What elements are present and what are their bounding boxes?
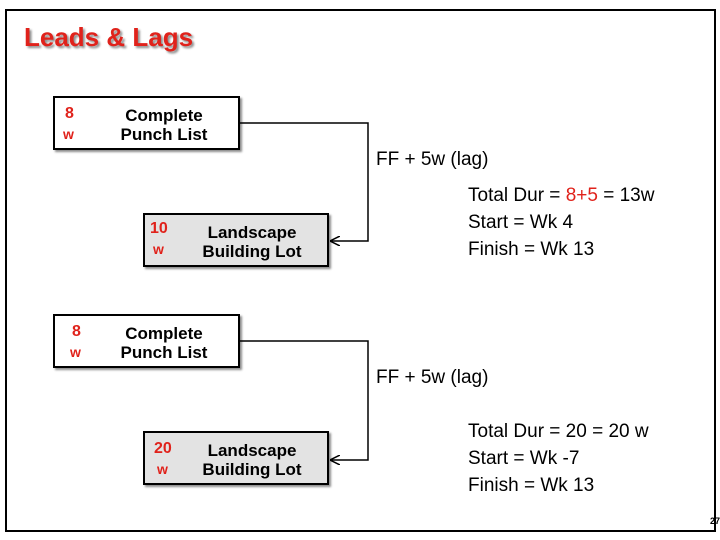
relation-label-2: FF + 5w (lag) (376, 367, 489, 388)
pred-unit-2: w (70, 344, 81, 360)
pred-activity-box-1: 8 w Complete Punch List (53, 96, 240, 150)
start-week-1: Start = Wk 4 (468, 212, 574, 233)
pred-label-line2-2: Punch List (120, 343, 208, 362)
succ-activity-box-2: 20 w Landscape Building Lot (143, 431, 329, 485)
pred-unit-1: w (63, 126, 74, 142)
pred-duration-1: 8 (65, 105, 74, 122)
start-week-2: Start = Wk -7 (468, 448, 580, 469)
pred-duration-2: 8 (72, 323, 81, 340)
succ-unit-1: w (153, 241, 164, 257)
total-duration-highlight-1: 8+5 (565, 185, 598, 206)
pred-label-line1-2: Complete (125, 324, 203, 343)
total-duration-prefix-1: Total Dur = (468, 185, 566, 206)
schedule-info-2: Total Dur = 20 = 20 w Start = Wk -7 Fini… (468, 418, 649, 499)
succ-label-line1-1: Landscape (207, 223, 297, 242)
total-duration-suffix-1: = 13w (597, 185, 655, 206)
succ-unit-2: w (157, 461, 168, 477)
finish-week-1: Finish = Wk 13 (468, 239, 595, 260)
total-duration-1: Total Dur = 8+5 = 13w (468, 182, 654, 209)
pred-label-line2-1: Punch List (120, 125, 208, 144)
pred-activity-box-2: 8 w Complete Punch List (53, 314, 240, 368)
succ-label-line2-1: Building Lot (202, 242, 302, 261)
succ-label-line1-2: Landscape (207, 441, 297, 460)
slide-frame (5, 9, 716, 532)
connector-2 (239, 340, 369, 460)
finish-week-2: Finish = Wk 13 (468, 475, 595, 496)
page-number: 27 (709, 516, 720, 526)
connector-1 (239, 122, 369, 241)
succ-duration-1: 10 (150, 220, 168, 237)
succ-label-line2-2: Building Lot (202, 460, 302, 479)
slide-title: Leads & Lags (24, 22, 194, 52)
relation-label-1: FF + 5w (lag) (376, 149, 489, 170)
total-duration-2: Total Dur = 20 = 20 w (468, 421, 649, 442)
schedule-info-1: Total Dur = 8+5 = 13w Start = Wk 4 Finis… (468, 182, 654, 263)
pred-label-line1-1: Complete (125, 106, 203, 125)
succ-activity-box-1: 10 w Landscape Building Lot (143, 213, 329, 267)
succ-duration-2: 20 (154, 440, 172, 457)
